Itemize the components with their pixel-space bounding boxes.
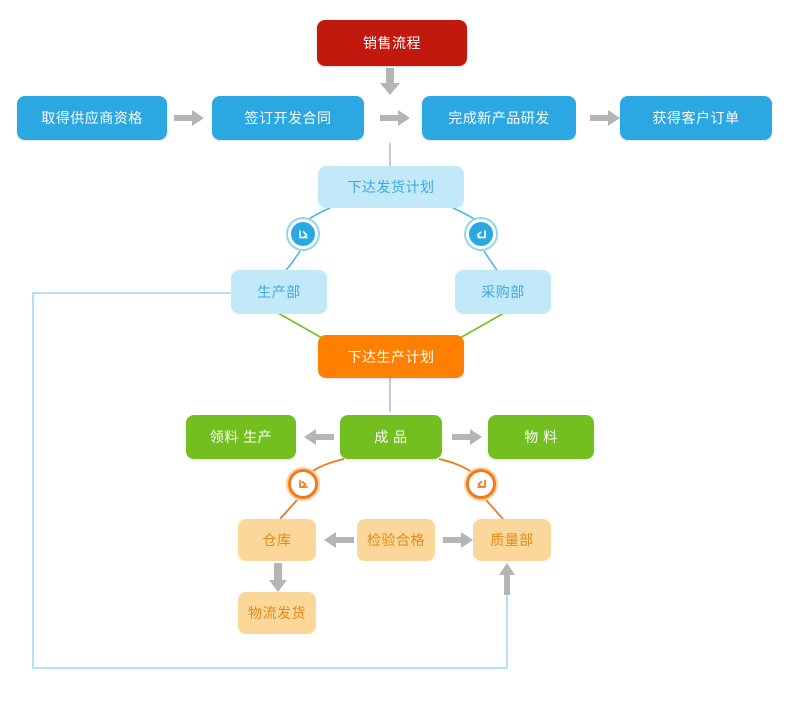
node-label: 下达发货计划 [347, 179, 435, 195]
arrow-right-supplier-to-contract [174, 110, 204, 126]
node-purchasing-department[interactable]: 采购部 [455, 270, 551, 314]
node-label: 完成新产品研发 [448, 110, 550, 126]
node-label: 仓库 [262, 532, 292, 548]
curve-finishedgoods-to-warehouse [309, 458, 345, 474]
node-issue-shipping-plan[interactable]: 下达发货计划 [318, 166, 464, 208]
node-label: 下达生产计划 [347, 348, 435, 365]
arrow-up-feedback-to-quality [499, 563, 515, 595]
arrow-down-icon [476, 479, 486, 488]
node-materials[interactable]: 物 料 [488, 415, 594, 459]
node-label: 销售流程 [363, 35, 421, 51]
arrow-down-sales-to-rnd [380, 68, 400, 95]
node-complete-new-product-rnd[interactable]: 完成新产品研发 [422, 96, 576, 140]
node-inspection-passed[interactable]: 检验合格 [357, 519, 435, 561]
node-finished-goods[interactable]: 成 品 [340, 415, 442, 459]
arrow-right-inspection-to-quality [443, 532, 473, 548]
curve-badge-to-purchasing-dept [483, 250, 498, 271]
node-logistics-shipment[interactable]: 物流发货 [238, 592, 316, 634]
node-label: 成 品 [374, 429, 408, 445]
line-production-dept-to-plan [277, 312, 323, 339]
node-label: 生产部 [257, 284, 301, 300]
node-label: 物 料 [524, 429, 558, 445]
node-supplier-qualification[interactable]: 取得供应商资格 [17, 96, 167, 140]
node-label: 采购部 [481, 284, 525, 300]
node-warehouse[interactable]: 仓库 [238, 519, 316, 561]
curve-badge-to-quality [485, 499, 504, 520]
node-sales-process[interactable]: 销售流程 [317, 20, 467, 66]
arrow-left-inspection-to-warehouse [324, 532, 354, 548]
node-material-requisition-production[interactable]: 领料 生产 [186, 415, 296, 459]
arrow-left-finishedgoods-to-requisition [304, 429, 334, 445]
arrow-down-icon [298, 479, 308, 488]
ship-plan-right-badge[interactable] [466, 219, 496, 249]
arrow-right-contract-to-rnd [380, 110, 410, 126]
node-label: 取得供应商资格 [41, 110, 143, 126]
arrow-right-rnd-to-order [590, 110, 620, 126]
arrow-down-warehouse-to-logistics [269, 563, 287, 592]
node-label: 获得客户订单 [652, 110, 740, 126]
ship-plan-left-badge[interactable] [288, 219, 318, 249]
arrow-down-icon [476, 229, 486, 238]
finished-goods-right-badge[interactable] [466, 469, 496, 499]
node-issue-production-plan[interactable]: 下达生产计划 [318, 335, 464, 378]
arrow-right-finishedgoods-to-materials [452, 429, 482, 445]
node-label: 签订开发合同 [244, 110, 332, 126]
node-label: 检验合格 [367, 532, 425, 548]
node-sign-dev-contract[interactable]: 签订开发合同 [212, 96, 364, 140]
curve-badge-to-warehouse [279, 499, 298, 520]
node-label: 物流发货 [248, 605, 306, 621]
node-production-department[interactable]: 生产部 [231, 270, 327, 314]
arrow-down-icon [298, 229, 308, 238]
finished-goods-left-badge[interactable] [288, 469, 318, 499]
node-quality-department[interactable]: 质量部 [473, 519, 551, 561]
curve-finishedgoods-to-quality [438, 458, 474, 474]
curve-badge-to-production-dept [285, 250, 301, 271]
line-purchasing-dept-to-plan [459, 312, 505, 339]
node-label: 质量部 [490, 532, 534, 548]
node-obtain-customer-order[interactable]: 获得客户订单 [620, 96, 772, 140]
node-label: 领料 生产 [209, 429, 273, 445]
